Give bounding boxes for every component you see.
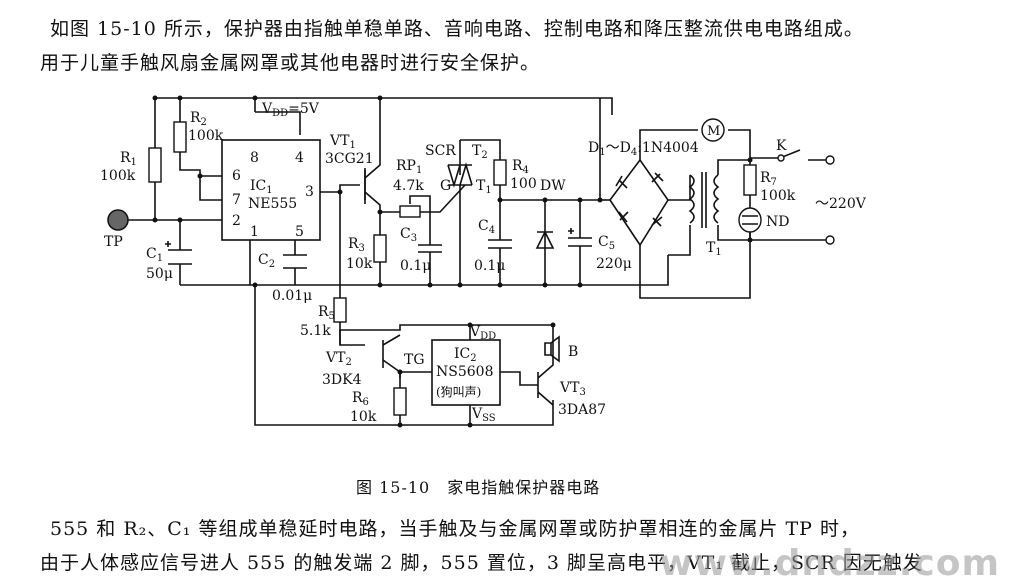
svg-text:C5: C5 [598, 234, 615, 252]
r4-resistor [493, 159, 507, 186]
svg-text:2: 2 [232, 213, 241, 229]
svg-text:3: 3 [305, 184, 314, 200]
svg-text:3DK4: 3DK4 [322, 372, 362, 388]
ac-terminal-bottom [825, 235, 835, 245]
svg-text:VT1: VT1 [329, 133, 356, 151]
r3-resistor [373, 234, 387, 263]
svg-text:VSS: VSS [471, 406, 496, 424]
svg-text:NS5608: NS5608 [436, 364, 493, 380]
speaker-icon [544, 335, 560, 363]
dw-zener-diode [535, 230, 555, 249]
svg-text:R2: R2 [190, 110, 207, 128]
nd-neon-lamp [738, 207, 762, 233]
svg-text:VT2: VT2 [325, 350, 352, 368]
svg-text:R7: R7 [760, 170, 777, 188]
svg-text:K: K [776, 138, 787, 154]
svg-text:B: B [568, 344, 578, 360]
svg-text:VT3: VT3 [559, 380, 586, 398]
ic2-box [431, 339, 501, 406]
svg-text:10k: 10k [346, 256, 373, 272]
svg-text:C4: C4 [478, 218, 495, 236]
scr-triac [447, 162, 473, 188]
component-labels: VDD=5V R1 100k R2 100k IC1 NE555 8 4 6 7… [100, 101, 867, 425]
svg-text:0.1μ: 0.1μ [474, 258, 505, 274]
svg-text:10k: 10k [350, 409, 377, 425]
svg-text:C3: C3 [400, 226, 417, 244]
c1-capacitor [165, 241, 192, 265]
svg-text:M: M [707, 124, 720, 139]
junction-dots [152, 95, 753, 428]
c4-capacitor [488, 239, 512, 249]
svg-text:TP: TP [104, 234, 123, 250]
paragraph-2-line-1: 555 和 R₂、C₁ 等组成单稳延时电路，当手触及与金属网罩或防护罩相连的金属… [50, 518, 860, 540]
svg-text:RP1: RP1 [396, 158, 422, 176]
svg-text:T1: T1 [706, 240, 722, 258]
svg-text:8: 8 [250, 150, 259, 166]
svg-text:R4: R4 [512, 158, 529, 176]
svg-text:C2: C2 [258, 252, 275, 270]
motor-icon [701, 118, 725, 142]
components [107, 95, 835, 428]
svg-text:NE555: NE555 [248, 196, 297, 212]
svg-text:3DA87: 3DA87 [558, 402, 606, 418]
svg-text:R1: R1 [120, 150, 137, 168]
ac-terminal-top [825, 155, 835, 165]
tp-touch-plate [107, 209, 129, 231]
svg-text:50μ: 50μ [146, 266, 173, 282]
svg-text:IC1: IC1 [250, 178, 273, 196]
svg-text:7: 7 [232, 192, 241, 208]
svg-text:ND: ND [766, 214, 789, 230]
svg-text:220μ: 220μ [596, 256, 632, 272]
svg-text:0.1μ: 0.1μ [400, 258, 431, 274]
svg-text:VDD=5V: VDD=5V [261, 101, 320, 119]
c3-capacitor [418, 244, 442, 253]
svg-text:～220V: ～220V [815, 196, 867, 212]
r1-resistor [148, 147, 162, 183]
svg-text:R6: R6 [352, 390, 369, 408]
svg-text:100: 100 [510, 176, 537, 192]
r5-resistor [333, 297, 347, 323]
paragraph-2-line-2: 由于人体感应信号进人 555 的触发端 2 脚，555 置位，3 脚呈高电平，V… [40, 552, 923, 574]
svg-text:1: 1 [250, 224, 259, 240]
c5-capacitor [568, 228, 592, 247]
r7-resistor [743, 164, 757, 196]
bridge-rectifier [609, 158, 669, 247]
transformer-t1 [688, 174, 695, 224]
svg-text:3CG21: 3CG21 [325, 151, 374, 167]
svg-text:5: 5 [295, 224, 304, 240]
svg-text:G: G [440, 178, 451, 194]
svg-text:4: 4 [295, 150, 304, 166]
svg-text:IC2: IC2 [454, 346, 477, 364]
svg-text:T2: T2 [472, 143, 488, 161]
svg-text:R3: R3 [348, 236, 365, 254]
ic1-box [221, 139, 321, 241]
svg-text:T1: T1 [476, 178, 492, 196]
r6-resistor [393, 387, 407, 416]
svg-text:6: 6 [232, 168, 241, 184]
svg-text:D1～D4:1N4004: D1～D4:1N4004 [588, 140, 699, 158]
svg-text:(狗叫声): (狗叫声) [436, 385, 481, 399]
svg-text:R5: R5 [318, 304, 335, 322]
svg-text:100k: 100k [760, 188, 796, 204]
paragraph-1-line-2: 用于儿童手触风扇金属网罩或其他电器时进行安全保护。 [40, 52, 541, 74]
svg-text:100k: 100k [188, 128, 224, 144]
figure-caption: 图 15-10 家电指触保护器电路 [356, 478, 601, 497]
svg-text:TG: TG [404, 352, 425, 368]
svg-text:0.01μ: 0.01μ [272, 288, 312, 304]
paragraph-1-line-1: 如图 15-10 所示，保护器由指触单稳单路、音响电路、控制电路和降压整流供电电… [50, 18, 864, 40]
svg-text:4.7k: 4.7k [393, 178, 424, 194]
svg-text:SCR: SCR [425, 143, 456, 159]
watermark: www.dndzz.com [659, 543, 1000, 584]
svg-text:100k: 100k [100, 168, 136, 184]
svg-text:VDD: VDD [469, 324, 496, 342]
svg-text:DW: DW [540, 178, 566, 194]
svg-text:C1: C1 [146, 246, 163, 264]
r2-resistor [173, 121, 187, 153]
c2-capacitor [283, 254, 307, 269]
rp1-potentiometer [399, 205, 421, 218]
svg-text:5.1k: 5.1k [300, 323, 331, 339]
